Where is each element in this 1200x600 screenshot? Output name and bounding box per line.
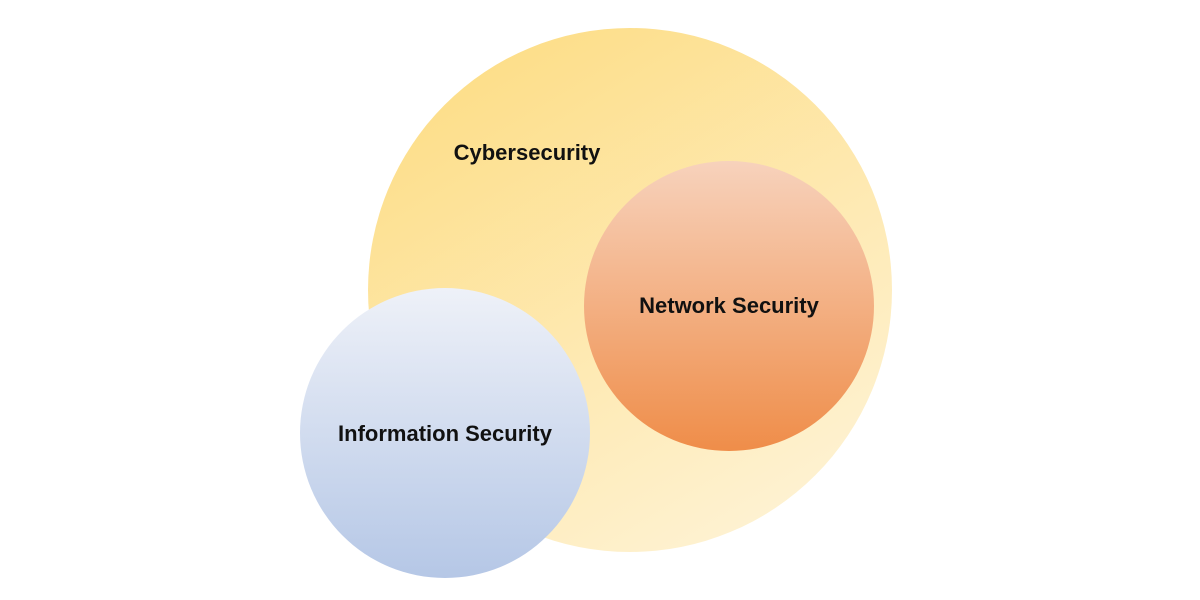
network-security-circle [584, 161, 874, 451]
network-security-circle-group: Network Security [584, 161, 874, 451]
information-security-circle [300, 288, 590, 578]
network-security-label: Network Security [639, 293, 819, 318]
information-security-circle-group: Information Security [300, 288, 590, 578]
information-security-label: Information Security [338, 421, 553, 446]
cybersecurity-label: Cybersecurity [454, 140, 602, 165]
